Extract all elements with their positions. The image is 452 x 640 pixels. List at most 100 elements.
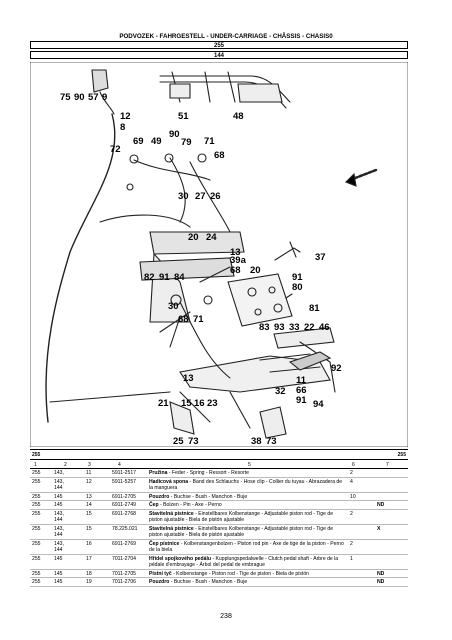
callout-9: 9 xyxy=(102,92,107,103)
callout-46: 46 xyxy=(319,322,330,333)
callout-91: 91 xyxy=(159,272,170,283)
callout-8: 8 xyxy=(120,122,125,133)
callout-91c: 91 xyxy=(296,395,307,406)
callout-81: 81 xyxy=(309,303,320,314)
part-name: Pouzdro xyxy=(149,579,170,586)
exploded-parts-drawing: 75 90 57 9 51 48 12 8 69 49 90 71 72 79 … xyxy=(29,61,409,448)
cell-subgroup: 143, 144 xyxy=(54,525,64,539)
callout-15: 15 xyxy=(181,398,192,409)
callout-20: 20 xyxy=(188,232,199,243)
cell-position: 15 xyxy=(86,510,92,517)
callout-82: 82 xyxy=(144,272,155,283)
callout-20b: 20 xyxy=(250,265,261,276)
cell-position: 19 xyxy=(86,579,92,586)
cell-quantity: 2 xyxy=(350,470,353,477)
cell-part-number: 5911-2517 xyxy=(112,470,136,477)
page-title: PODVOZEK - FAHRGESTELL - UNDER-CARRIAGE … xyxy=(119,33,333,40)
callout-27: 27 xyxy=(195,191,206,202)
cell-position: 17 xyxy=(86,555,92,562)
callout-68: 68 xyxy=(214,150,225,161)
cell-description: Čep - Bolzen - Pin - Axe - Perno xyxy=(149,502,222,509)
cell-position: 12 xyxy=(86,478,92,485)
callout-75: 75 xyxy=(60,92,71,103)
cell-part-number: 6911-2769 xyxy=(112,540,136,547)
callout-71: 71 xyxy=(204,136,215,147)
part-name: Hadicová spona xyxy=(149,478,189,485)
col-header-6: 6 xyxy=(352,461,355,468)
cell-part-number: 7011-2704 xyxy=(112,555,136,562)
cell-part-number: 6911-2705 xyxy=(112,493,136,500)
cell-description: Pružina - Feder - Spring - Ressort - Res… xyxy=(149,470,249,477)
cell-quantity: 10 xyxy=(350,493,356,500)
callout-73: 73 xyxy=(188,436,199,447)
part-name: Stavitelná pístnice xyxy=(149,525,194,532)
callout-33: 33 xyxy=(289,322,300,333)
col-header-5: 5 xyxy=(248,461,251,468)
table-row: 255 145 19 7011-2706 Pouzdro - Buchse - Bush… xyxy=(30,578,408,587)
group-ref-right: 255 xyxy=(397,451,406,458)
cell-position: 14 xyxy=(86,502,92,509)
callout-92: 92 xyxy=(331,363,342,374)
col-header-1: 1 xyxy=(34,461,37,468)
callout-38: 38 xyxy=(251,436,262,447)
callout-69: 69 xyxy=(133,136,144,147)
part-name: Čep pístnice xyxy=(149,540,180,547)
group-ref-left: 255 xyxy=(32,451,41,458)
callout-66: 66 xyxy=(296,385,307,396)
cell-description: Pouzdro - Buchse - Bush - Manchon - Buje xyxy=(149,579,248,586)
cell-subgroup: 143, 144 xyxy=(54,510,64,524)
callout-39a: 39a xyxy=(230,255,247,266)
cell-quantity: 1 xyxy=(350,555,353,562)
cell-group: 255 xyxy=(32,493,41,500)
callout-90b: 90 xyxy=(169,129,180,140)
cell-description: Stavitelná pístnice - Einstellbares Kolb… xyxy=(149,510,334,524)
cell-subgroup: 145 xyxy=(54,502,63,509)
cell-part-number: 6911-2768 xyxy=(112,510,136,517)
cell-subgroup: 145 xyxy=(54,579,63,586)
callout-68c: 68 xyxy=(178,314,189,325)
drawing-svg: 75 90 57 9 51 48 12 8 69 49 90 71 72 79 … xyxy=(29,61,409,448)
part-name: Pouzdro xyxy=(149,493,170,500)
col-header-2: 2 xyxy=(64,461,67,468)
cell-subgroup: 143, xyxy=(54,470,64,477)
callout-93: 93 xyxy=(274,322,285,333)
cell-position: 18 xyxy=(86,570,92,577)
cell-position: 13 xyxy=(86,493,92,500)
cell-description: Stavitelná pístnice - Einstellbares Kolb… xyxy=(149,525,334,539)
cell-subgroup: 143, 144 xyxy=(54,478,64,492)
callout-68b: 68 xyxy=(230,265,241,276)
part-name: Pružina xyxy=(149,470,168,477)
cell-note: ND xyxy=(377,579,385,586)
callout-80: 80 xyxy=(292,282,303,293)
callout-73b: 73 xyxy=(266,436,277,447)
cell-subgroup: 145 xyxy=(54,555,63,562)
callout-83: 83 xyxy=(259,322,270,333)
callout-71b: 71 xyxy=(193,314,204,325)
cell-part-number: 5911-5257 xyxy=(112,478,136,485)
callout-26: 26 xyxy=(210,191,221,202)
cell-description: Čep pístnice - Kolbenstangenbolzen - Pis… xyxy=(149,540,344,554)
callout-51: 51 xyxy=(178,111,189,122)
callout-57: 57 xyxy=(88,92,99,103)
part-name: Stavitelná pístnice xyxy=(149,510,194,517)
part-name: Hřídel spojkového pedálu xyxy=(149,555,211,562)
callout-30: 30 xyxy=(178,191,189,202)
cell-note: ND xyxy=(377,570,385,577)
cell-group: 255 xyxy=(32,579,41,586)
col-header-4: 4 xyxy=(118,461,121,468)
cell-note: X xyxy=(377,525,381,532)
cell-part-number: 7011-2706 xyxy=(112,579,136,586)
cell-description: Hadicová spona - Band des Schlauchs - Ho… xyxy=(149,478,343,492)
cell-quantity: 2 xyxy=(350,510,353,517)
cell-quantity: 4 xyxy=(350,478,353,485)
